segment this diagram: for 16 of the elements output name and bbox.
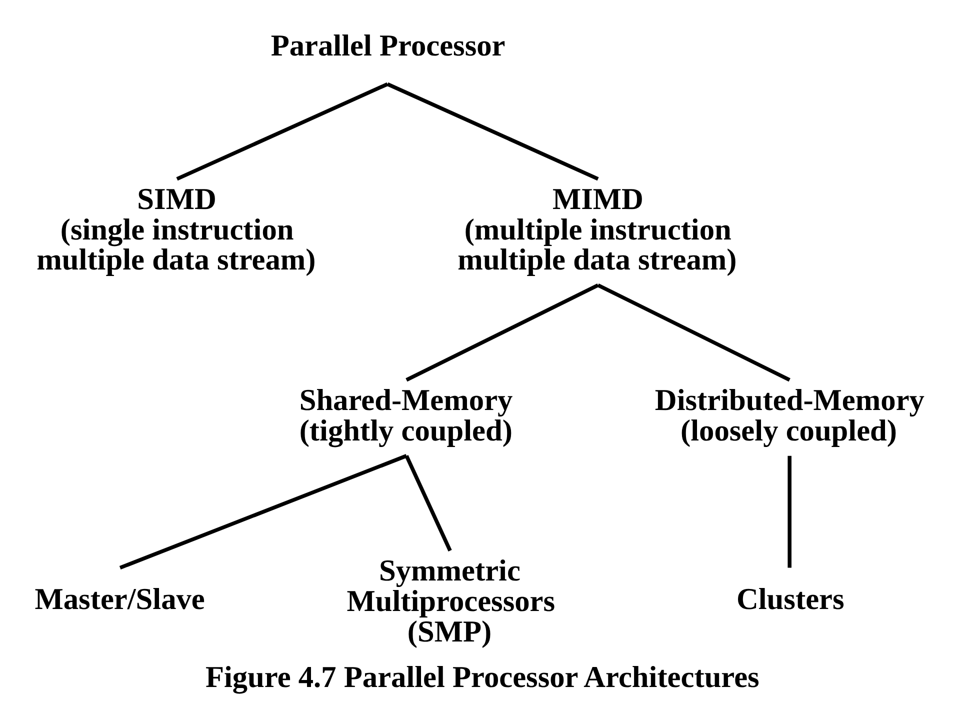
caption: Figure 4.7 Parallel Processor Architectures — [205, 660, 760, 694]
node-text: Shared-Memory (tightly coupled) — [299, 382, 513, 448]
node-text: SIMD (single instruction multiple data stream) — [36, 182, 316, 277]
connector — [119, 454, 408, 570]
node-text: Symmetric Multiprocessors (SMP) — [346, 554, 556, 648]
node-text: Distributed-Memory (loosely coupled) — [654, 382, 924, 448]
connector — [597, 283, 790, 382]
connector — [406, 283, 599, 382]
node-text: Master/Slave — [34, 582, 205, 616]
connector — [386, 82, 599, 181]
node-text: MIMD (multiple instruction multiple data stream) — [458, 182, 737, 277]
node-text: Parallel Processor — [270, 28, 506, 62]
connector — [788, 456, 792, 568]
node-text: Clusters — [736, 582, 844, 616]
connector — [176, 82, 388, 181]
connector — [404, 455, 452, 552]
